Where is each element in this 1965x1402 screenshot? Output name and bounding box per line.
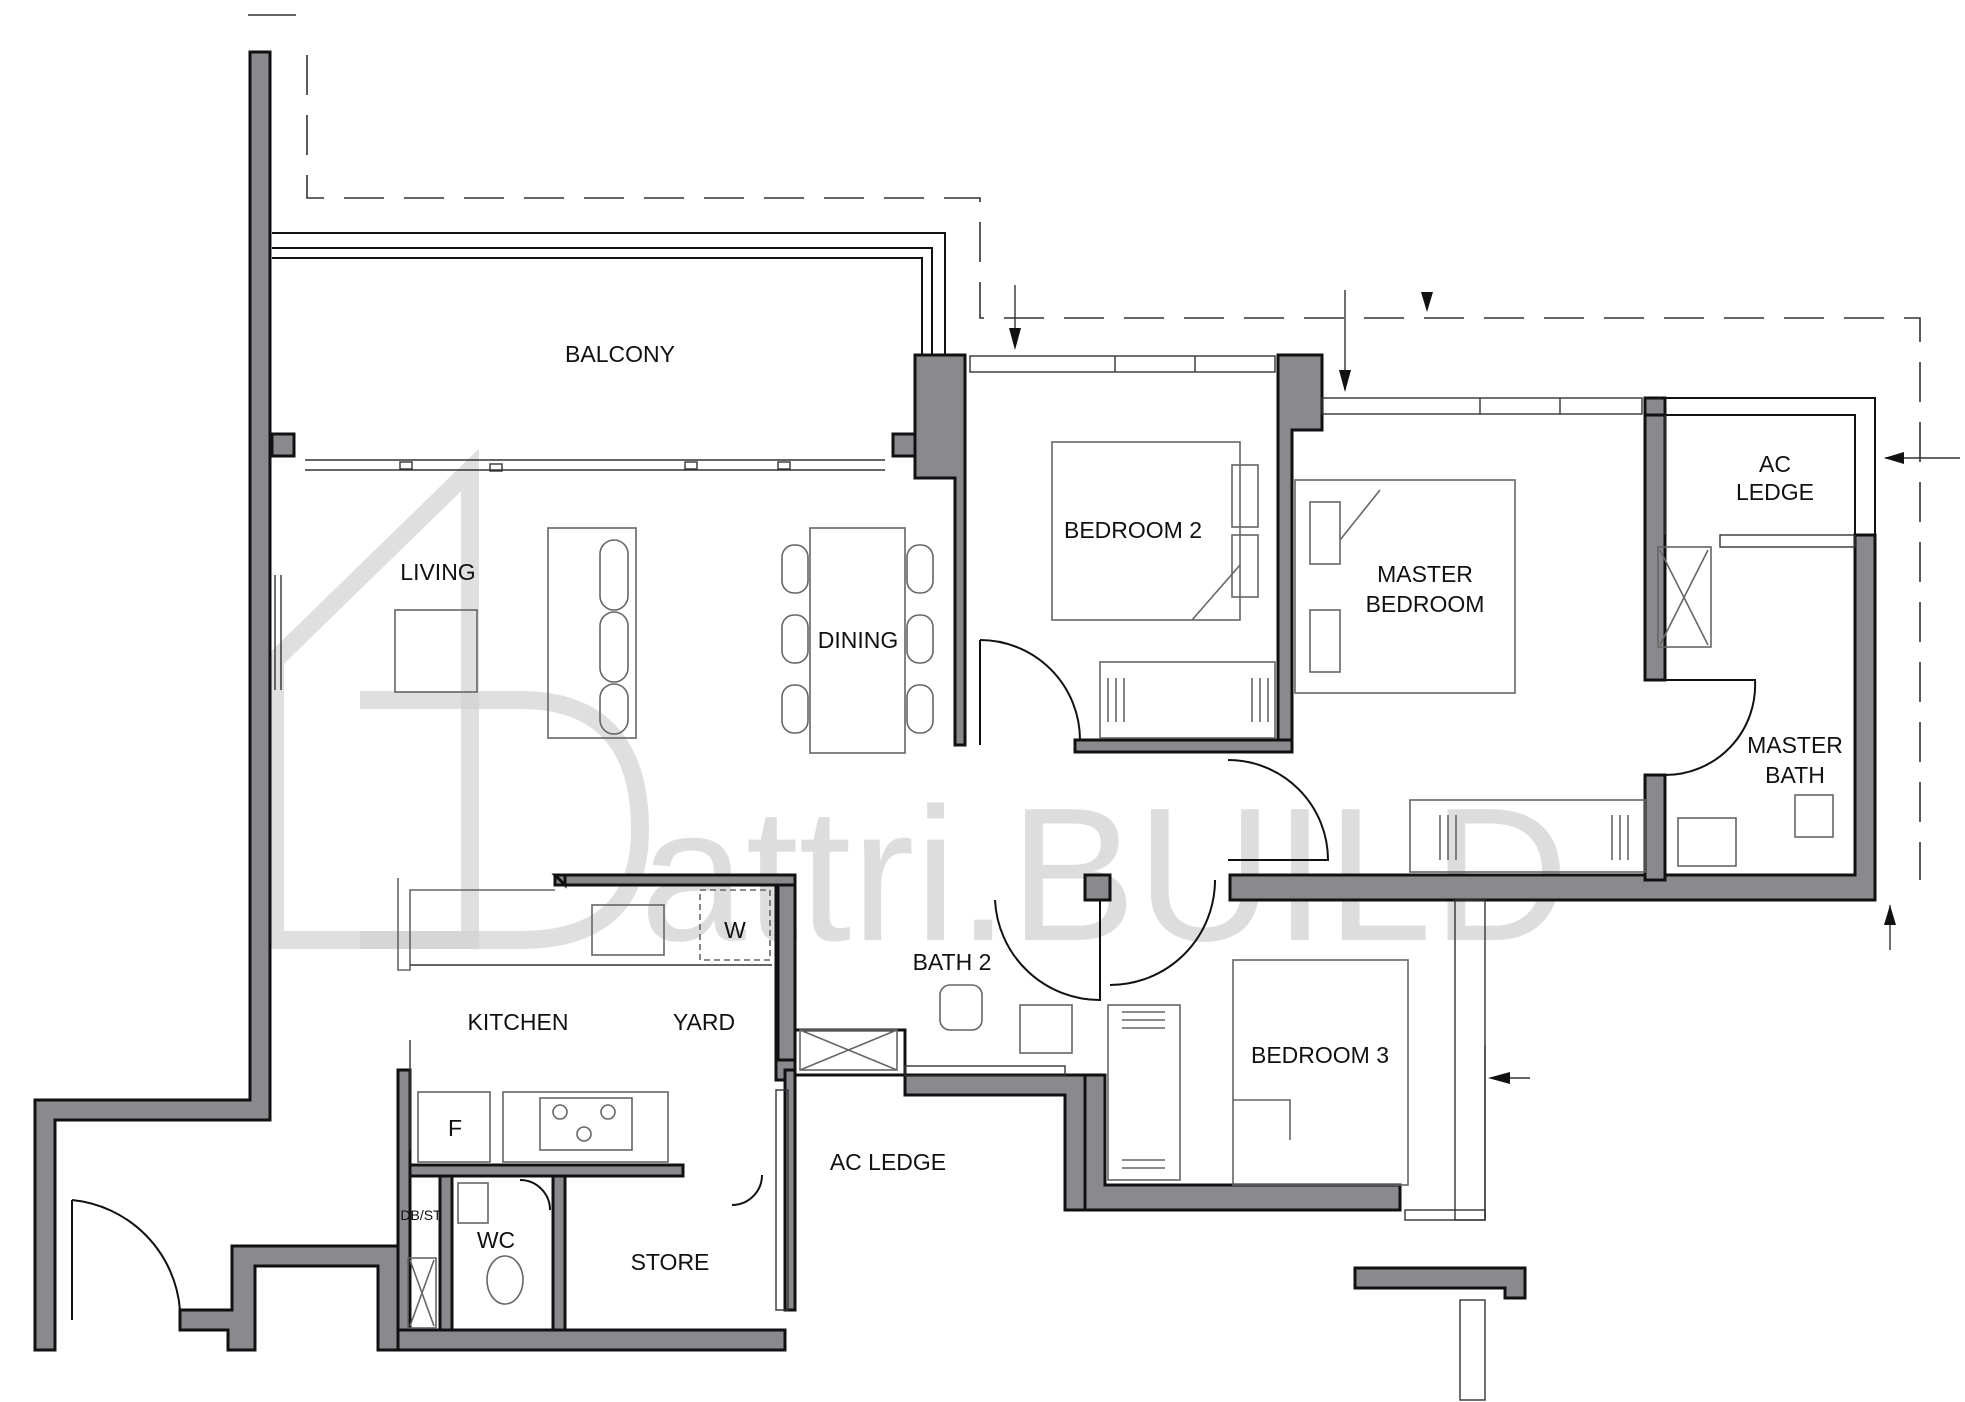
watermark: attri.BUILD [266,448,1569,981]
fridge-box [417,1091,491,1163]
wall-bedroom2-master-pillar [1276,353,1324,747]
wall-acledge-left [783,1068,797,1312]
door-bath2 [994,899,1101,1002]
wall-bedroom2-bottom [1073,738,1294,754]
label-bedroom2: BEDROOM 2 [1064,517,1202,543]
wc-toilet [486,1255,524,1305]
toilet-bath2 [939,984,983,1031]
sink-bath2 [1019,1004,1073,1054]
wall-bottom-left [178,1244,400,1352]
label-balcony: BALCONY [565,341,675,367]
wall-bath2-bottom [903,1073,1087,1212]
wall-yard-top [553,873,797,1082]
label-bath2: BATH 2 [913,949,992,975]
bed-bedroom3 [1232,959,1409,1186]
coffee-table [394,609,478,693]
wall-left-exterior [33,50,272,1352]
watermark-logo-d [360,691,650,949]
wall-wc-store [551,1174,567,1332]
door-entrance [71,1199,181,1320]
doors [71,575,1757,1320]
wall-bath2-left [776,883,797,1062]
wall-balcony-pillar-right [913,353,967,747]
door-store [731,1174,763,1206]
label-ac-ledge-bottom: AC LEDGE [830,1149,946,1175]
label-master-bedroom-line2: BEDROOM [1366,591,1485,617]
wardrobe-bedroom2 [1099,661,1276,739]
section-markers [1009,285,1960,1084]
label-fridge: F [448,1115,462,1141]
wall-bath2-corner [1083,873,1112,902]
sink-master [1677,817,1737,867]
toilet-master [1794,794,1834,838]
sofa [547,527,637,739]
bed-master [1294,479,1516,694]
wall-kitchen-counter [408,1163,685,1178]
kitchen-sink [591,904,665,956]
wardrobe-master [1409,799,1646,873]
label-master-bedroom-line1: MASTER [1377,561,1473,587]
wc-basin [457,1182,489,1224]
balcony-railing [272,232,946,472]
wall-master-bath-left [1643,396,1667,682]
label-wc: WC [477,1227,515,1253]
column-left [270,432,296,458]
door-bedroom2 [979,639,1081,745]
db-st-box [407,1257,437,1329]
door-master-bath [1664,679,1757,777]
label-living: LIVING [400,559,475,585]
door-bedroom3 [1109,879,1216,986]
furniture [394,441,1834,1329]
door-master [1227,759,1330,861]
label-ac-ledge-top-line1: AC [1759,451,1791,477]
label-bedroom3: BEDROOM 3 [1251,1042,1389,1068]
dining-table [809,527,906,754]
bed-bedroom2 [1051,441,1241,621]
wall-corridor-join [551,873,567,889]
wall-bath2-shower [793,1028,907,1077]
washer-box [699,889,771,961]
wall-wc-left [438,1174,454,1332]
wall-bottom-store [396,1328,787,1352]
overhead-dashed-lines [248,14,1921,880]
wall-bedroom3-bottom [1083,1073,1402,1212]
shower-master [1657,546,1712,648]
door-wc [519,1179,551,1211]
column-right [891,432,917,458]
label-master-bath-line1: MASTER [1747,732,1843,758]
label-yard: YARD [673,1009,735,1035]
hob-counter [502,1091,669,1163]
walls [33,50,1877,1352]
label-master-bath-line2: BATH [1765,762,1825,788]
label-store: STORE [631,1249,710,1275]
windows [775,355,1876,1401]
room-labels: BALCONY LIVING DINING BEDROOM 2 MASTER B… [400,341,1843,1275]
label-db-st: DB/ST [400,1207,442,1223]
wall-lower-right-fragment [1353,1266,1527,1300]
wall-kitchen-left [396,1068,412,1332]
label-dining: DINING [818,627,899,653]
label-kitchen: KITCHEN [468,1009,569,1035]
wall-master-bath-lower [1643,773,1667,882]
label-washer: W [724,917,746,943]
label-ac-ledge-top-line2: LEDGE [1736,479,1814,505]
wardrobe-bedroom3 [1107,1004,1181,1181]
shower-bath2 [799,1029,898,1071]
